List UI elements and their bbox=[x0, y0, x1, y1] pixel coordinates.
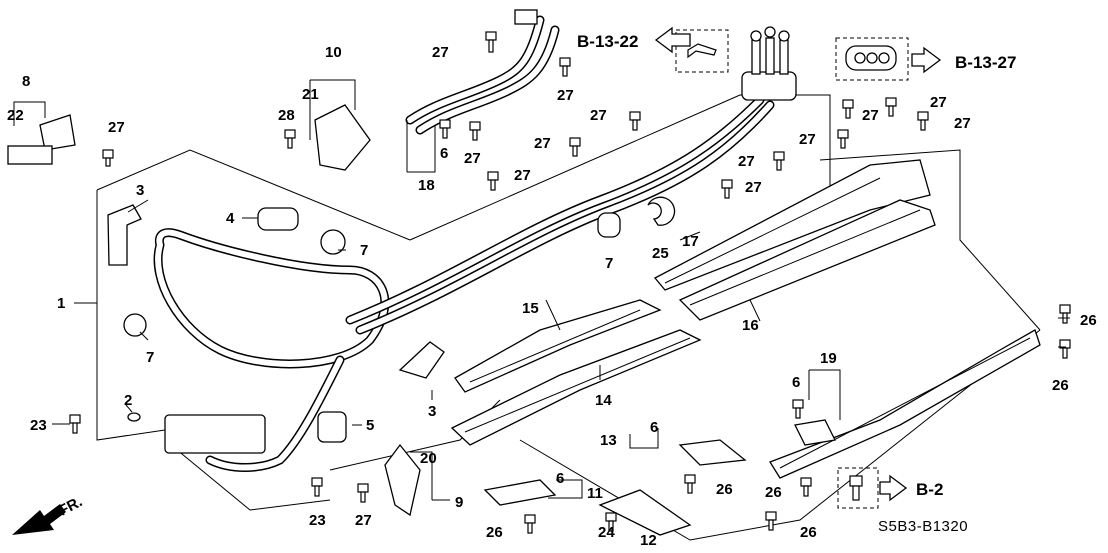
rail-16 bbox=[678, 199, 936, 321]
callout-27: 27 bbox=[432, 44, 449, 61]
rail-19 bbox=[769, 329, 1041, 479]
callout-7: 7 bbox=[360, 242, 368, 259]
clamp-7a bbox=[320, 229, 346, 255]
bracket-19-small bbox=[794, 419, 836, 446]
callout-11: 11 bbox=[587, 485, 603, 502]
fuse-cluster bbox=[164, 414, 266, 454]
callout-3: 3 bbox=[428, 403, 436, 420]
callout-13: 13 bbox=[600, 432, 617, 449]
ref-b2: B-2 bbox=[916, 480, 943, 499]
callout-26: 26 bbox=[486, 524, 503, 541]
arrow-b1327 bbox=[911, 46, 942, 74]
ref-b1327: B-13-27 bbox=[955, 53, 1016, 72]
bracket-8 bbox=[39, 114, 76, 151]
callout-12: 12 bbox=[640, 532, 657, 549]
callout-15: 15 bbox=[522, 300, 539, 317]
callout-6: 6 bbox=[556, 470, 564, 487]
sleeve-5 bbox=[317, 411, 347, 443]
bracket-9 bbox=[384, 443, 421, 517]
leaders bbox=[13, 79, 1070, 501]
bracket-10 bbox=[314, 104, 371, 171]
clamp-4 bbox=[257, 207, 299, 231]
callout-26: 26 bbox=[1052, 377, 1069, 394]
washer-2 bbox=[127, 412, 141, 422]
callout-27: 27 bbox=[464, 150, 481, 167]
assembly-outline bbox=[96, 94, 1041, 541]
bracket-11 bbox=[483, 479, 557, 506]
callout-27: 27 bbox=[862, 107, 879, 124]
callout-27: 27 bbox=[108, 119, 125, 136]
callout-26: 26 bbox=[1080, 312, 1097, 329]
callout-20: 20 bbox=[420, 450, 437, 467]
callout-27: 27 bbox=[557, 87, 574, 104]
cover-17 bbox=[653, 159, 931, 291]
callout-27: 27 bbox=[930, 94, 947, 111]
callout-7: 7 bbox=[146, 349, 154, 366]
callout-27: 27 bbox=[355, 512, 372, 529]
callout-27: 27 bbox=[514, 167, 531, 184]
cover-15 bbox=[454, 299, 662, 393]
callout-21: 21 bbox=[302, 86, 319, 103]
callout-8: 8 bbox=[22, 73, 30, 90]
callout-6: 6 bbox=[792, 374, 800, 391]
callout-26: 26 bbox=[765, 484, 782, 501]
bolts bbox=[69, 31, 1071, 534]
callout-7: 7 bbox=[605, 255, 613, 272]
callout-labels: 8 22 27 10 21 28 27 27 6 27 18 3 4 7 1 7… bbox=[7, 44, 1097, 549]
terminal-block bbox=[741, 26, 797, 101]
callout-5: 5 bbox=[366, 417, 374, 434]
callout-23: 23 bbox=[30, 417, 47, 434]
callout-3: 3 bbox=[136, 182, 144, 199]
callout-2: 2 bbox=[124, 392, 132, 409]
callout-19: 19 bbox=[820, 350, 837, 367]
callout-9: 9 bbox=[455, 494, 463, 511]
clip-25 bbox=[647, 196, 676, 226]
elbow-3-upper bbox=[107, 204, 142, 266]
bolt-b1322-box bbox=[675, 29, 729, 73]
connector-22 bbox=[7, 145, 53, 165]
callout-25: 25 bbox=[652, 245, 669, 262]
callout-6: 6 bbox=[650, 419, 658, 436]
diagram-code: S5B3-B1320 bbox=[878, 518, 968, 535]
callout-26: 26 bbox=[716, 481, 733, 498]
callout-22: 22 bbox=[7, 107, 24, 124]
callout-26: 26 bbox=[800, 524, 817, 541]
upper-harness bbox=[405, 9, 560, 135]
arrow-b2 bbox=[879, 474, 908, 502]
callout-1: 1 bbox=[57, 295, 65, 312]
grommet-b1327-box bbox=[835, 37, 909, 81]
bracket-12 bbox=[598, 489, 692, 536]
callout-23: 23 bbox=[309, 512, 326, 529]
bracket-13 bbox=[678, 439, 747, 466]
elbow-3-lower bbox=[398, 341, 445, 379]
main-battery-cable bbox=[153, 95, 775, 472]
callout-28: 28 bbox=[278, 107, 295, 124]
callout-27: 27 bbox=[745, 179, 762, 196]
callout-24: 24 bbox=[598, 524, 615, 541]
callout-6: 6 bbox=[440, 145, 448, 162]
bolt-b2-box bbox=[837, 467, 879, 509]
callout-16: 16 bbox=[742, 317, 759, 334]
callout-27: 27 bbox=[799, 131, 816, 148]
arrow-b1322 bbox=[654, 26, 691, 54]
arrow-fr bbox=[12, 504, 66, 535]
callout-18: 18 bbox=[418, 177, 435, 194]
callout-14: 14 bbox=[595, 392, 612, 409]
callout-4: 4 bbox=[226, 210, 235, 227]
ref-b1322: B-13-22 bbox=[577, 32, 638, 51]
callout-27: 27 bbox=[534, 135, 551, 152]
rail-14 bbox=[450, 329, 702, 446]
callout-17: 17 bbox=[682, 233, 699, 250]
clamp-7b bbox=[123, 313, 147, 337]
callout-27: 27 bbox=[738, 153, 755, 170]
clamp-7c bbox=[597, 212, 621, 238]
callout-27: 27 bbox=[954, 115, 971, 132]
callout-27: 27 bbox=[590, 107, 607, 124]
callout-10: 10 bbox=[325, 44, 342, 61]
